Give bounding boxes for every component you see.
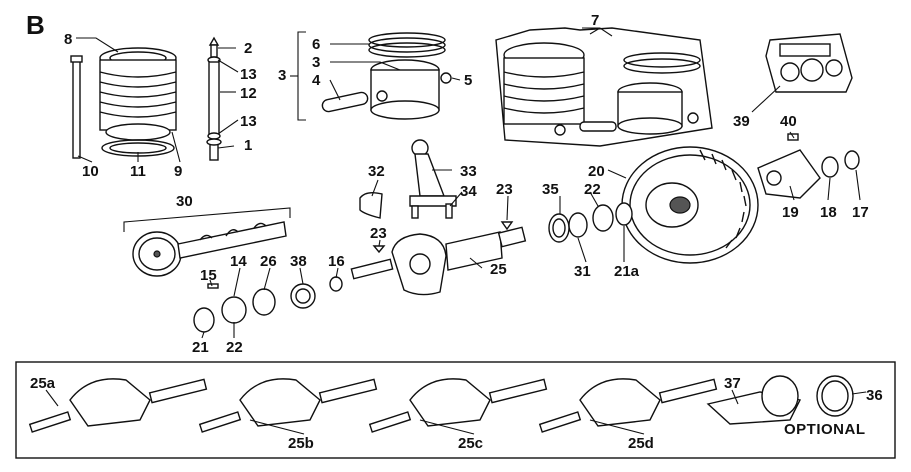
crankshaft-variants [28, 375, 854, 433]
pushrod-tube [208, 61, 220, 135]
callout-18: 18 [820, 204, 837, 221]
callout-5: 5 [464, 72, 472, 89]
main-bearings [548, 202, 633, 243]
callout-10: 10 [82, 163, 99, 180]
callout-25: 25 [490, 261, 507, 278]
callout-20: 20 [588, 163, 605, 180]
hub-assembly [757, 133, 860, 199]
pushrod-assembly [206, 36, 222, 161]
callout-25a: 25a [30, 375, 56, 392]
gear-ring-36 [816, 375, 854, 417]
callout-22: 22 [584, 181, 601, 198]
callout-labels: 8 2 13 12 13 1 10 11 9 6 3 3 4 5 7 39 40… [30, 12, 883, 452]
callout-25d: 25d [628, 435, 654, 452]
callout-7: 7 [591, 12, 599, 29]
callout-2: 2 [244, 40, 252, 57]
crankshaft [350, 226, 527, 296]
callout-3: 3 [312, 54, 320, 71]
callout-9: 9 [174, 163, 182, 180]
pin-15 [207, 283, 219, 289]
callout-30: 30 [176, 193, 193, 210]
callout-39: 39 [733, 113, 750, 130]
camshaft [123, 207, 291, 277]
callout-25c: 25c [458, 435, 483, 452]
section-letter: B [26, 10, 45, 40]
callout-33: 33 [460, 163, 477, 180]
bearing-18 [821, 156, 839, 178]
lower-bearings [193, 276, 343, 333]
cylinder-assembly [70, 47, 177, 159]
callout-19: 19 [782, 204, 799, 221]
callout-40: 40 [780, 113, 797, 130]
gear-38 [290, 283, 316, 309]
circlip [440, 72, 452, 84]
seal-17 [844, 150, 860, 170]
optional-crankshaft-panel [15, 361, 896, 459]
optional-label: OPTIONAL [784, 421, 866, 438]
callout-37: 37 [724, 375, 741, 392]
callout-23: 23 [496, 181, 513, 198]
flywheel [621, 146, 759, 264]
callout-8: 8 [64, 31, 72, 48]
callout-14: 14 [230, 253, 247, 270]
callout-35: 35 [542, 181, 559, 198]
connecting-rod [359, 139, 457, 219]
callout-22: 22 [226, 339, 243, 356]
callout-16: 16 [328, 253, 345, 270]
gasket-set [765, 33, 853, 93]
callout-32: 32 [368, 163, 385, 180]
callout-6: 6 [312, 36, 320, 53]
callout-31: 31 [574, 263, 591, 280]
callout-36: 36 [866, 387, 883, 404]
callout-25b: 25b [288, 435, 314, 452]
bush-16 [329, 276, 343, 292]
callout-17: 17 [852, 204, 869, 221]
callout-26: 26 [260, 253, 277, 270]
bearing-shell [359, 191, 383, 219]
callout-38: 38 [290, 253, 307, 270]
piston-pin [321, 91, 369, 113]
callout-12: 12 [240, 85, 257, 102]
callout-1: 1 [244, 137, 252, 154]
cylinder-kit [495, 27, 713, 147]
callout-3: 3 [278, 67, 286, 84]
leader-lines [45, 27, 867, 435]
callout-21a: 21a [614, 263, 640, 280]
callout-21: 21 [192, 339, 209, 356]
callout-34: 34 [460, 183, 477, 200]
callout-11: 11 [130, 163, 146, 180]
needle-bearing [548, 213, 570, 243]
callout-4: 4 [312, 72, 321, 89]
callout-15: 15 [200, 267, 217, 284]
callout-23: 23 [370, 225, 387, 242]
kit-outline [495, 27, 713, 147]
callout-13: 13 [240, 113, 257, 130]
callout-13: 13 [240, 66, 257, 83]
woodruff-key [500, 221, 514, 231]
stud-part [72, 59, 81, 159]
piston-ring [368, 32, 446, 48]
